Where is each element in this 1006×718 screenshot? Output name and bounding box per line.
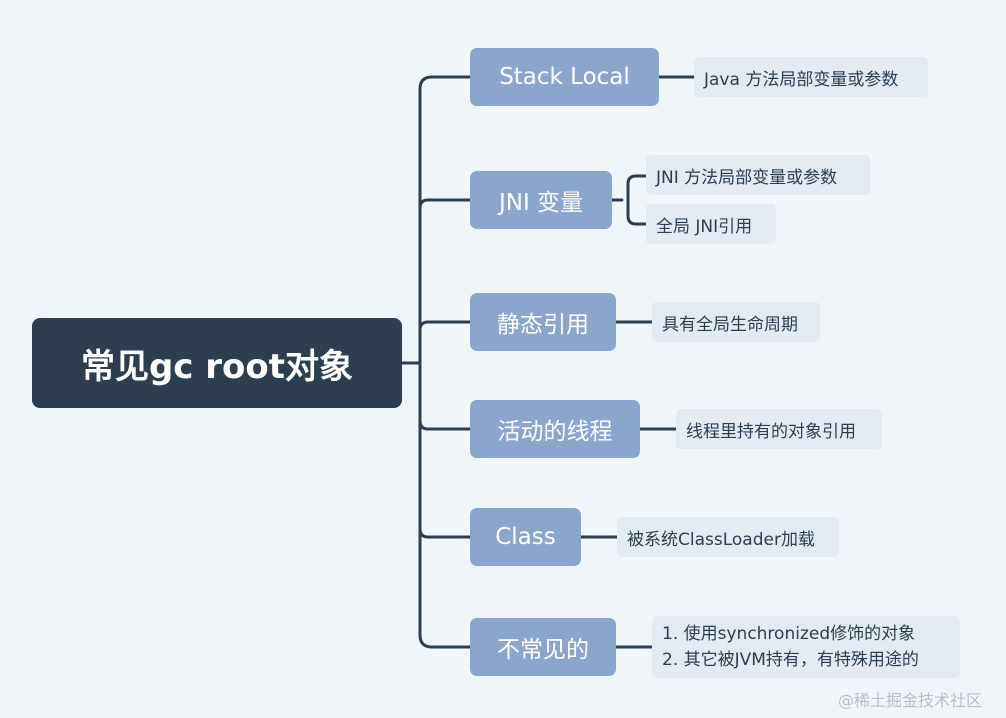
leaf-static-detail: 具有全局生命周期 [652, 302, 820, 342]
leaf-connector-jni [610, 174, 648, 226]
leaf-text-line-2: 2. 其它被JVM持有，有特殊用途的 [662, 650, 919, 670]
leaf-text: 被系统ClassLoader加载 [627, 529, 815, 550]
leaf-text: 具有全局生命周期 [662, 314, 798, 335]
branch-uncommon: 不常见的 [470, 618, 616, 676]
branch-active-thread: 活动的线程 [470, 400, 640, 458]
trunk-connector [418, 75, 472, 649]
branch-class: Class [470, 508, 581, 566]
branch-jni-variable: JNI 变量 [470, 171, 612, 229]
branch-label: 活动的线程 [497, 419, 613, 445]
branch-label: 不常见的 [497, 637, 589, 663]
root-label: 常见gc root对象 [80, 346, 354, 387]
leaf-jni-local-detail: JNI 方法局部变量或参数 [646, 155, 870, 195]
root-node: 常见gc root对象 [32, 318, 402, 408]
watermark: @稀土掘金技术社区 [838, 691, 983, 710]
branch-stack-local: Stack Local [470, 48, 659, 106]
leaf-text: 全局 JNI引用 [656, 216, 753, 237]
leaf-text: 线程里持有的对象引用 [686, 421, 856, 442]
branch-connector-thread [418, 419, 472, 431]
branch-label: Stack Local [499, 64, 630, 90]
branch-label: 静态引用 [497, 312, 589, 338]
leaf-text: Java 方法局部变量或参数 [704, 69, 899, 90]
leaf-text: JNI 方法局部变量或参数 [656, 167, 838, 188]
branch-label: JNI 变量 [498, 190, 584, 216]
leaf-uncommon-detail: 1. 使用synchronized修饰的对象 2. 其它被JVM持有，有特殊用途… [652, 616, 960, 678]
leaf-jni-global-detail: 全局 JNI引用 [646, 204, 776, 244]
branch-connector-static [418, 320, 472, 332]
branch-connector-class [418, 527, 472, 539]
leaf-text-line-1: 1. 使用synchronized修饰的对象 [662, 624, 916, 644]
branch-label: Class [495, 524, 556, 550]
branch-static-reference: 静态引用 [470, 293, 616, 351]
leaf-thread-detail: 线程里持有的对象引用 [676, 409, 882, 449]
branch-connector-jni [418, 198, 472, 210]
leaf-stack-local-detail: Java 方法局部变量或参数 [694, 57, 928, 97]
leaf-class-detail: 被系统ClassLoader加载 [617, 517, 839, 557]
